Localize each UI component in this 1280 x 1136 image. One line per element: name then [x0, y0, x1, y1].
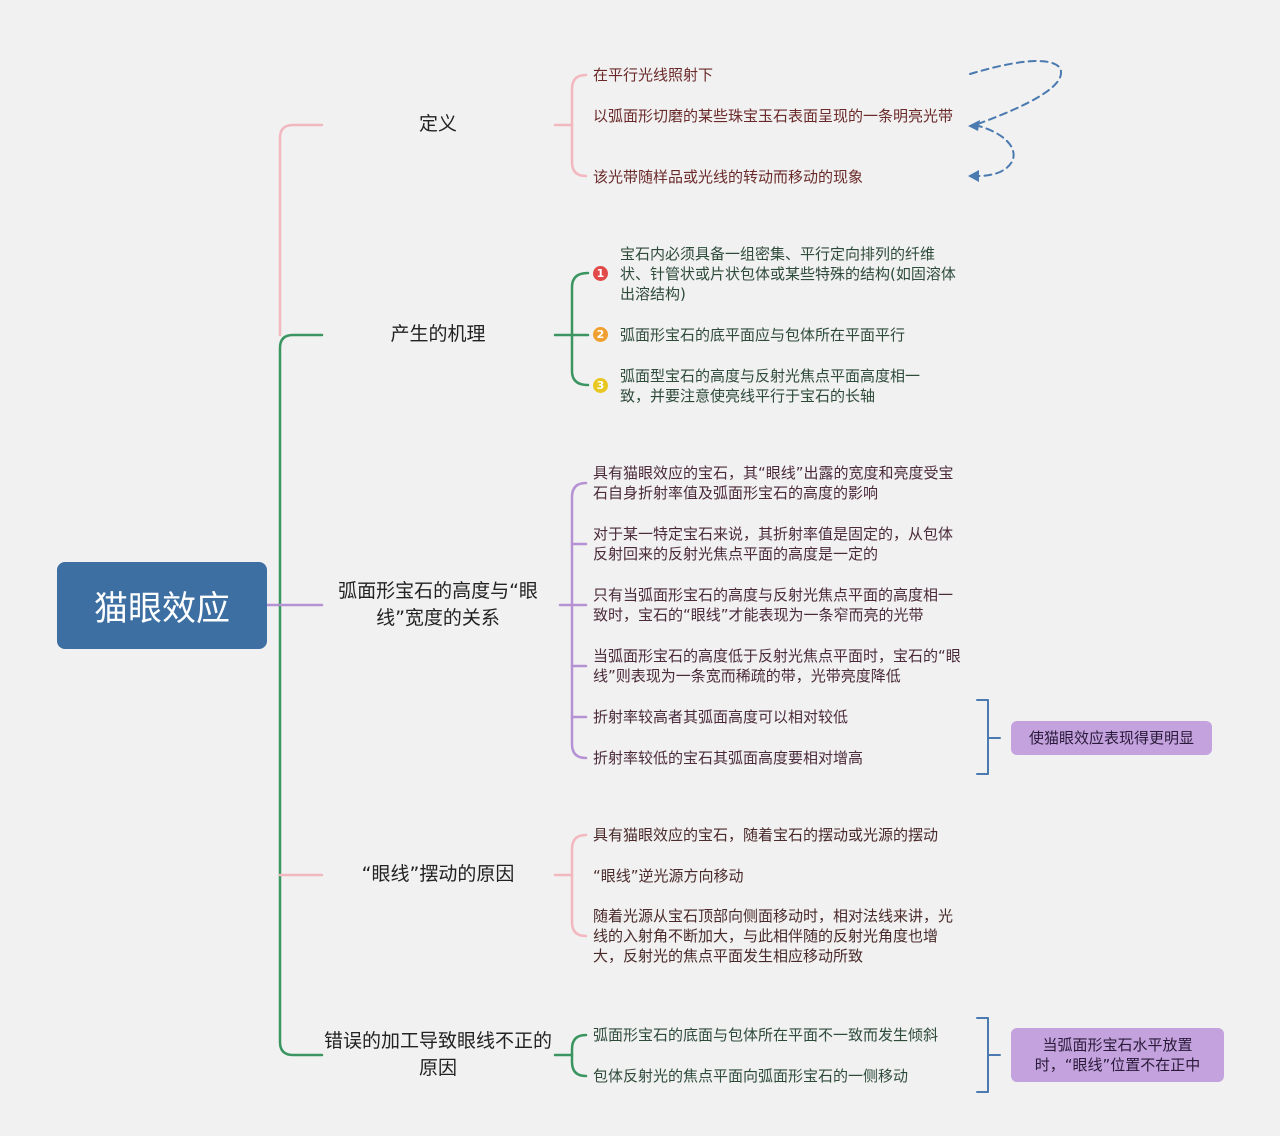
arrowhead-1: [968, 120, 980, 131]
trunk-green: [278, 333, 324, 607]
root-node[interactable]: 猫眼效应: [57, 562, 267, 649]
leaf-mechanism-1: 宝石内必须具备一组密集、平行定向排列的纤维状、针管状或片状包体或某些特殊的结构(…: [620, 245, 956, 303]
leaf-error-2: 包体反射光的焦点平面向弧面形宝石的一侧移动: [593, 1067, 909, 1085]
branch-processing-error[interactable]: 错误的加工导致眼线不正的原因: [323, 1030, 552, 1079]
branch-definition[interactable]: 定义: [418, 113, 457, 135]
summary-note-1[interactable]: 使猫眼效应表现得更明显: [1011, 721, 1212, 755]
b5-bracket: [570, 1033, 588, 1078]
summary-bracket-2: [976, 1017, 1001, 1093]
leaf-swing-2: “眼线”逆光源方向移动: [593, 867, 744, 885]
leaf-definition-1: 在平行光线照射下: [593, 66, 714, 84]
leaf-height-5: 折射率较高者其弧面高度可以相对较低: [593, 708, 849, 726]
leaf-error-1: 弧面形宝石的底面与包体所在平面不一致而发生倾斜: [593, 1026, 939, 1044]
leaf-swing-1: 具有猫眼效应的宝石，随着宝石的摆动或光源的摆动: [593, 826, 939, 844]
badge-2: 2: [593, 327, 608, 342]
b4-bracket: [570, 833, 588, 938]
badge-3: 3: [593, 378, 608, 393]
b1-bracket: [570, 73, 588, 178]
summary-bracket-1: [976, 699, 1001, 775]
leaf-height-2: 对于某一特定宝石来说，其折射率值是固定的，从包体反射回来的反射光焦点平面的高度是…: [593, 525, 954, 563]
branch-mechanism[interactable]: 产生的机理: [390, 323, 486, 345]
leaf-height-3: 只有当弧面形宝石的高度与反射光焦点平面的高度相一致时，宝石的“眼线”才能表现为一…: [593, 586, 954, 624]
dashed-arrow-2: [974, 124, 1015, 177]
branch-eyeline-swing[interactable]: “眼线”摆动的原因: [361, 863, 515, 885]
leaf-height-6: 折射率较低的宝石其弧面高度要相对增高: [593, 749, 864, 767]
trunk-green-bottom: [278, 603, 324, 1057]
leaf-mechanism-3: 弧面型宝石的高度与反射光焦点平面高度相一致，并要注意使亮线平行于宝石的长轴: [620, 367, 921, 405]
leaf-definition-3: 该光带随样品或光线的转动而移动的现象: [593, 168, 864, 186]
dashed-arrow-1: [969, 60, 1063, 126]
summary-note-2[interactable]: 当弧面形宝石水平放置时，“眼线”位置不在正中: [1011, 1028, 1224, 1082]
leaf-mechanism-2: 弧面形宝石的底平面应与包体所在平面平行: [620, 326, 906, 344]
leaf-definition-2: 以弧面形切磨的某些珠宝玉石表面呈现的一条明亮光带: [593, 107, 954, 125]
leaf-height-4: 当弧面形宝石的高度低于反射光焦点平面时，宝石的“眼线”则表现为一条宽而稀疏的带，…: [593, 647, 961, 685]
leaf-swing-3: 随着光源从宝石顶部向侧面移动时，相对法线来讲，光线的入射角不断加大，与此相伴随的…: [593, 907, 954, 965]
trunk-pink-top: [278, 123, 324, 337]
arrowhead-2: [968, 170, 979, 182]
branch-height-width[interactable]: 弧面形宝石的高度与“眼线”宽度的关系: [338, 580, 538, 629]
badge-1: 1: [593, 266, 608, 281]
b2-bracket: [570, 271, 590, 387]
leaf-height-1: 具有猫眼效应的宝石，其“眼线”出露的宽度和亮度受宝石自身折射率值及弧面形宝石的高…: [593, 464, 954, 502]
b3-bracket: [570, 481, 588, 760]
